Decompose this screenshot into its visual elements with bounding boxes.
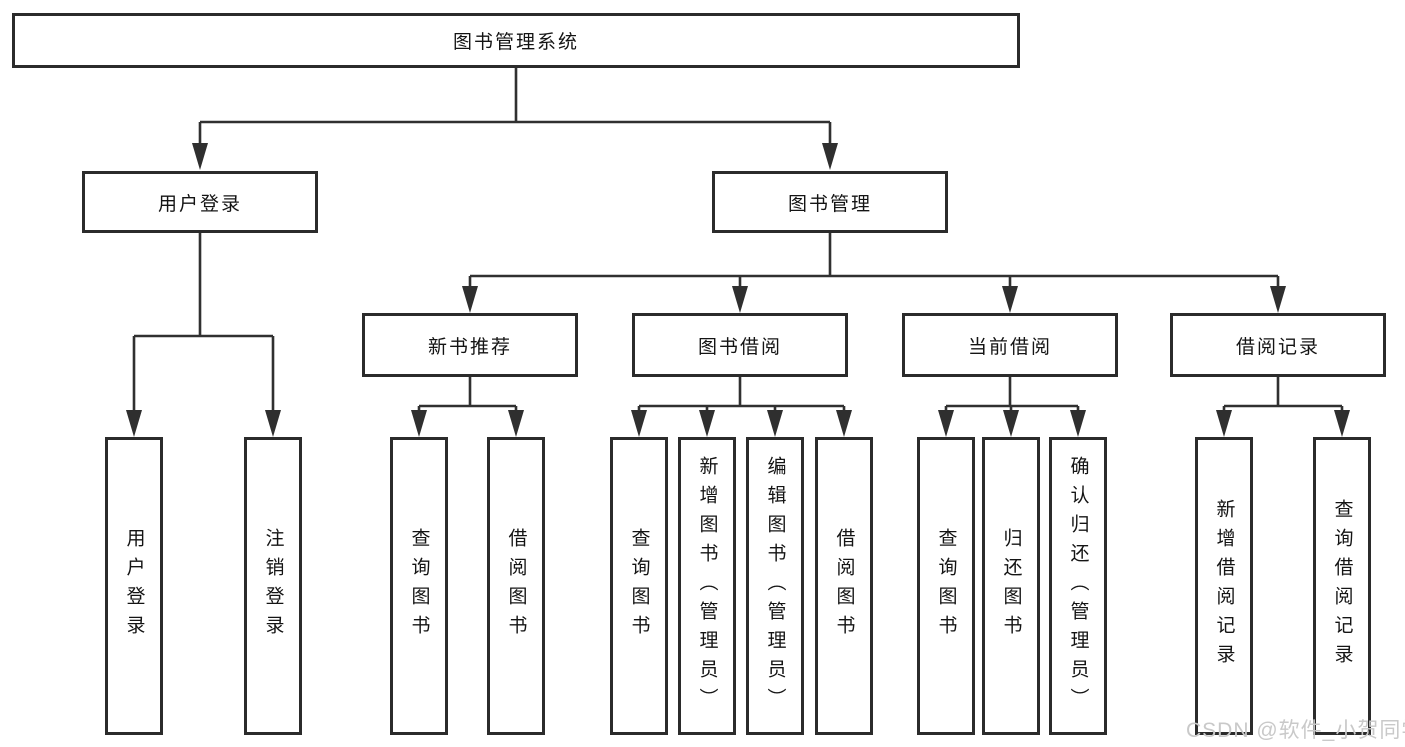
node-book-borrow: 图书借阅 bbox=[632, 313, 848, 377]
leaf-add-borrow-record: 新增借阅记录 bbox=[1195, 437, 1253, 735]
node-current-borrow: 当前借阅 bbox=[902, 313, 1118, 377]
leaf-user-login: 用户登录 bbox=[105, 437, 163, 735]
node-book-management-label: 图书管理 bbox=[787, 193, 872, 215]
csdn-watermark: CSDN @软件_小贺同学 bbox=[1186, 719, 1405, 742]
leaf-edit-book-admin-label: 编辑图书（管理员） bbox=[764, 455, 786, 717]
leaf-logout-label: 注销登录 bbox=[262, 528, 284, 644]
node-root: 图书管理系统 bbox=[12, 13, 1020, 68]
node-user-login: 用户登录 bbox=[82, 171, 318, 233]
leaf-add-borrow-record-label: 新增借阅记录 bbox=[1213, 499, 1235, 673]
node-user-login-label: 用户登录 bbox=[157, 193, 242, 215]
leaf-confirm-return-admin: 确认归还（管理员） bbox=[1049, 437, 1107, 735]
node-book-borrow-label: 图书借阅 bbox=[697, 336, 782, 358]
leaf-return-book-label: 归还图书 bbox=[1000, 528, 1022, 644]
node-current-borrow-label: 当前借阅 bbox=[967, 336, 1052, 358]
node-root-label: 图书管理系统 bbox=[452, 32, 579, 53]
node-book-management: 图书管理 bbox=[712, 171, 948, 233]
connector-bookborrow-to-leaves bbox=[637, 377, 846, 419]
leaf-query-book-current-label: 查询图书 bbox=[935, 528, 957, 644]
leaf-logout: 注销登录 bbox=[244, 437, 302, 735]
node-new-book-recommend: 新书推荐 bbox=[362, 313, 578, 377]
node-borrow-record: 借阅记录 bbox=[1170, 313, 1386, 377]
leaf-confirm-return-admin-label: 确认归还（管理员） bbox=[1067, 455, 1089, 717]
leaf-user-login-label: 用户登录 bbox=[123, 528, 145, 644]
leaf-query-book-current: 查询图书 bbox=[917, 437, 975, 735]
leaf-query-book-recommend-label: 查询图书 bbox=[408, 528, 430, 644]
arrowheads bbox=[126, 143, 1350, 437]
leaf-borrow-book-label: 借阅图书 bbox=[833, 528, 855, 644]
node-new-book-recommend-label: 新书推荐 bbox=[427, 336, 512, 358]
leaf-borrow-book: 借阅图书 bbox=[815, 437, 873, 735]
leaf-query-borrow-record: 查询借阅记录 bbox=[1313, 437, 1371, 735]
leaf-return-book: 归还图书 bbox=[982, 437, 1040, 735]
connector-userlogin-to-leaves bbox=[132, 233, 275, 419]
leaf-add-book-admin-label: 新增图书（管理员） bbox=[696, 455, 718, 717]
node-borrow-record-label: 借阅记录 bbox=[1235, 336, 1320, 358]
leaf-borrow-book-recommend: 借阅图书 bbox=[487, 437, 545, 735]
leaf-borrow-book-recommend-label: 借阅图书 bbox=[505, 528, 527, 644]
connector-borrowrecord-to-leaves bbox=[1222, 377, 1344, 419]
leaf-edit-book-admin: 编辑图书（管理员） bbox=[746, 437, 804, 735]
leaf-add-book-admin: 新增图书（管理员） bbox=[678, 437, 736, 735]
leaf-query-book-borrow-label: 查询图书 bbox=[628, 528, 650, 644]
connector-root-to-level2 bbox=[198, 68, 832, 152]
leaf-query-borrow-record-label: 查询借阅记录 bbox=[1331, 499, 1353, 673]
leaf-query-book-borrow: 查询图书 bbox=[610, 437, 668, 735]
connector-newbookrec-to-leaves bbox=[417, 377, 518, 419]
leaf-query-book-recommend: 查询图书 bbox=[390, 437, 448, 735]
connector-bookmgmt-to-level3 bbox=[468, 233, 1280, 295]
